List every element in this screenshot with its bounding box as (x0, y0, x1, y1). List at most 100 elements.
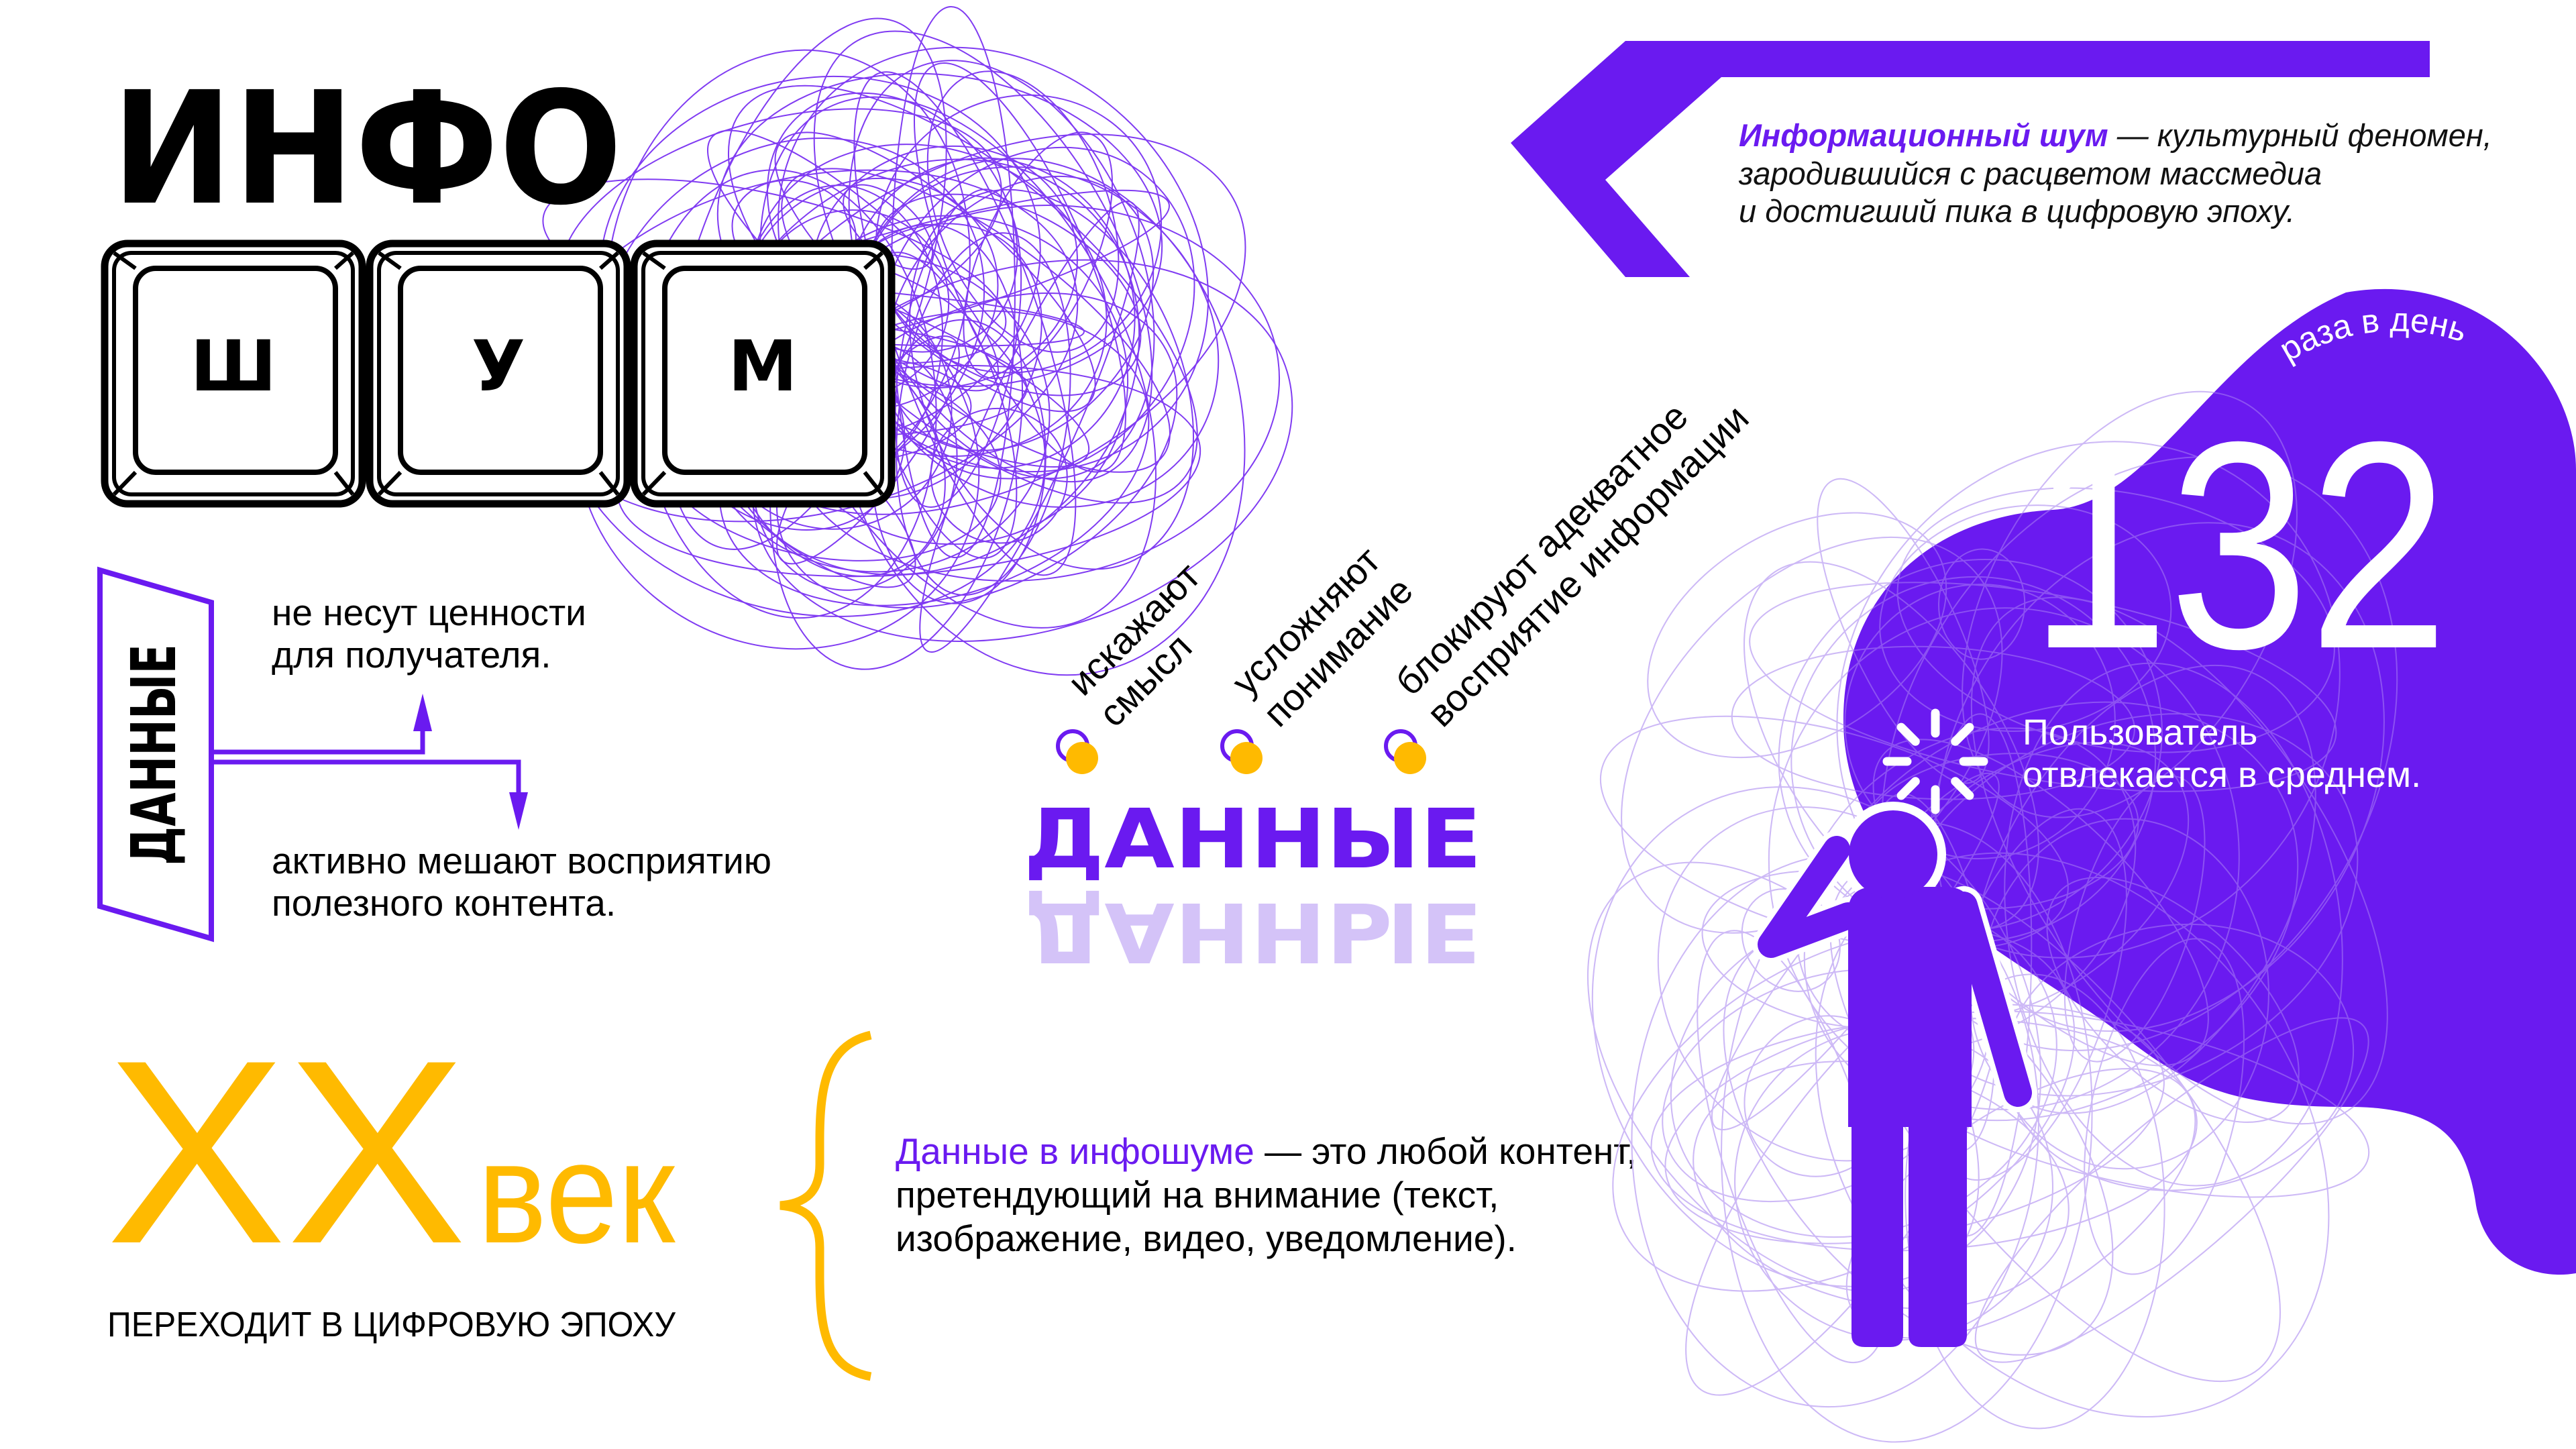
spinner-dash (1896, 722, 1920, 746)
intro-line-2: зародившийся с расцветом массмедиа (1738, 156, 2322, 191)
title-info: ИНФО (111, 58, 623, 239)
arrow-down-line (211, 759, 521, 795)
swirl-line (2063, 775, 2206, 1063)
keycap-2: У (366, 239, 631, 508)
intro-highlight: Информационный шум (1739, 117, 2108, 153)
branch-arrows (211, 728, 521, 795)
swirl-line (1938, 548, 2026, 660)
swirl-line (1768, 607, 2240, 1110)
effect-label-line: восприятие информации (1419, 396, 1757, 735)
keycap-edge (334, 251, 354, 270)
person-leg-right (1909, 1120, 1967, 1347)
swirl-line (2084, 938, 2245, 1275)
keycap-edge (378, 251, 402, 270)
arrow-up-line (211, 728, 425, 755)
spinner-dash (1951, 722, 1974, 746)
person-torso (1848, 887, 1972, 1127)
spinner-dash (1951, 777, 1974, 800)
arrow-down-head (509, 792, 528, 830)
arrow-up-head (413, 694, 432, 731)
century-word: век (478, 1112, 676, 1273)
keycap-3: М (630, 239, 896, 508)
person-head (1849, 810, 1937, 899)
chevron-banner (1511, 41, 2430, 277)
swirl-line (2004, 662, 2343, 1187)
keycap-letter: М (728, 325, 798, 407)
keycap-face (662, 266, 867, 475)
effect-dot (1066, 742, 1098, 774)
keycap-face (133, 266, 338, 475)
keycap-face (398, 266, 603, 475)
swirl-line (877, 146, 1195, 480)
swirl-line (1749, 582, 2337, 792)
swirl-line (2046, 877, 2300, 1123)
keycap-edge (377, 470, 402, 496)
curly-brace (780, 1030, 872, 1381)
swirl-line (1817, 478, 1990, 784)
loading-spinner-icon (1882, 708, 1988, 814)
definition-highlight: Данные в инфошуме (896, 1130, 1254, 1172)
effect-dot (1394, 742, 1426, 774)
century-numeral: XX (106, 1006, 467, 1298)
stat-blob (1843, 288, 2576, 1275)
data-word: ДАННЫЕ (1024, 792, 1482, 887)
person-arm-right (1949, 892, 2032, 1107)
keycap-edge (113, 251, 137, 270)
swirl-line (1647, 512, 1947, 759)
person-leg-left (1851, 1120, 1903, 1347)
keycap-1: Ш (101, 239, 366, 508)
definition-line-2: претендующий на внимание (текст, (896, 1174, 1499, 1216)
keycap-edge (641, 470, 667, 496)
person-arm-left (1758, 836, 1862, 958)
swirl-line (919, 201, 1140, 653)
keycap-letter: Ш (191, 325, 276, 407)
swirl-line (1743, 561, 2039, 931)
data-word-reflection: ДАННЫЕ (1024, 884, 1482, 979)
swirl-line (1795, 727, 2137, 1051)
definition-rest: — это любой контент, (1254, 1130, 1637, 1172)
intro-line-1: Информационный шум — культурный феномен, (1739, 117, 2492, 153)
swirl-line (1896, 487, 2335, 753)
keycap-edge (333, 471, 355, 496)
swirl-line (1731, 645, 2135, 800)
keycap-edge (863, 471, 884, 496)
swirl-line (1962, 390, 2298, 818)
swirl-line (875, 94, 1163, 374)
stat-caption-2: отвлекается в среднем. (2023, 755, 2421, 795)
swirl-line (781, 168, 1171, 473)
swirl-line (1904, 973, 2165, 1430)
stat-caption-1: Пользователь (2023, 712, 2257, 753)
swirl-line (1970, 596, 2388, 1125)
thinking-person-icon (1752, 802, 2037, 1347)
effect-label-line: блокируют адекватное (1387, 394, 1696, 703)
lower-text-2: полезного контента. (272, 882, 616, 924)
data-parallelogram (97, 566, 214, 943)
keycap-letter: У (472, 325, 525, 407)
swirl-line (896, 232, 1071, 596)
swirl-line (1935, 522, 2385, 1032)
lower-text-1: активно мешают восприятию (272, 840, 771, 881)
swirl-line (909, 189, 1194, 570)
swirl-line (1879, 504, 2172, 733)
keycap-edge (863, 251, 883, 270)
stat-value: 132 (2029, 381, 2449, 710)
century-caption: ПЕРЕХОДИТ В ЦИФРОВУЮ ЭПОХУ (107, 1305, 676, 1344)
intro-rest: — культурный феномен, (2108, 117, 2492, 153)
keycap-edge (598, 471, 620, 496)
swirl-line (1974, 1017, 2369, 1363)
keycap-edge (112, 470, 138, 496)
spinner-dash (1896, 777, 1920, 800)
upper-text-2: для получателя. (272, 634, 551, 676)
keycap-edge (642, 251, 666, 270)
intro-line-3: и достигший пика в цифровую эпоху. (1739, 193, 2295, 229)
definition-line-1: Данные в инфошуме — это любой контент, (896, 1130, 1637, 1172)
swirl-line (716, 72, 1163, 388)
swirl-line (1904, 973, 2165, 1430)
effect-dot (1230, 742, 1263, 774)
